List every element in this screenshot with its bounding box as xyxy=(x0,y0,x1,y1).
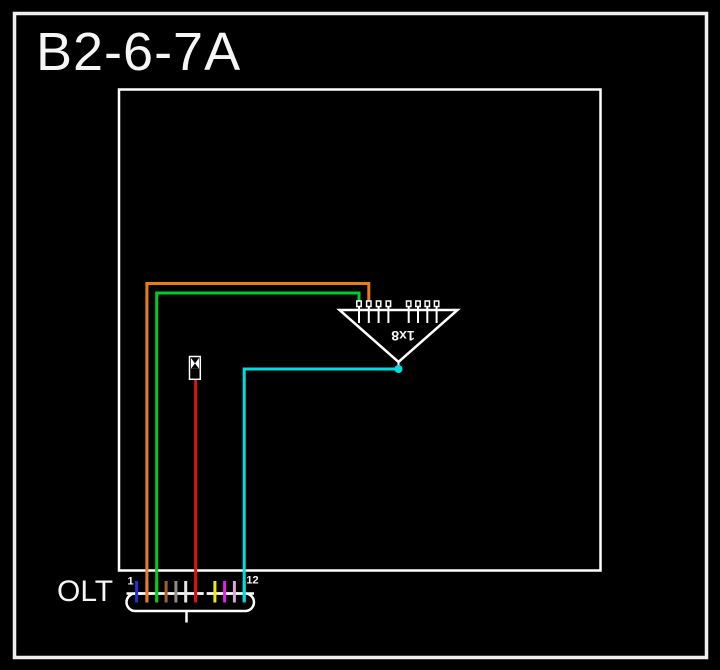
splitter-ratio-label: 1x8 xyxy=(391,328,415,344)
route-orange-olt2-to-splitter xyxy=(145,282,371,602)
route-aqua-olt12-to-splitter-input xyxy=(242,367,397,602)
splitter-port-7 xyxy=(424,300,431,308)
splice-box-top xyxy=(191,358,199,369)
olt-port-number-first: 1 xyxy=(127,576,133,588)
outer-frame xyxy=(12,11,709,660)
splitter-input-node xyxy=(394,365,403,373)
splitter-port-5 xyxy=(405,300,412,308)
bowtie-icon xyxy=(191,358,199,369)
olt-port-number-last: 12 xyxy=(246,575,258,587)
zone-box xyxy=(117,88,602,572)
splitter-port-6 xyxy=(415,300,421,308)
splitter-port-squares xyxy=(356,300,440,308)
splice-closure-symbol xyxy=(188,355,202,381)
splitter-port-1 xyxy=(356,300,362,308)
splitter-port-3 xyxy=(375,300,382,308)
diagram-title: B2-6-7A xyxy=(36,22,241,82)
olt-fiber-ticks xyxy=(135,581,246,603)
olt-label: OLT xyxy=(57,575,113,608)
splitter-port-ticks xyxy=(358,306,438,323)
splitter-port-8 xyxy=(433,300,440,308)
route-green-olt3-to-splitter xyxy=(155,291,361,602)
splitter-port-2 xyxy=(365,300,372,308)
splitter-port-4 xyxy=(385,300,392,308)
